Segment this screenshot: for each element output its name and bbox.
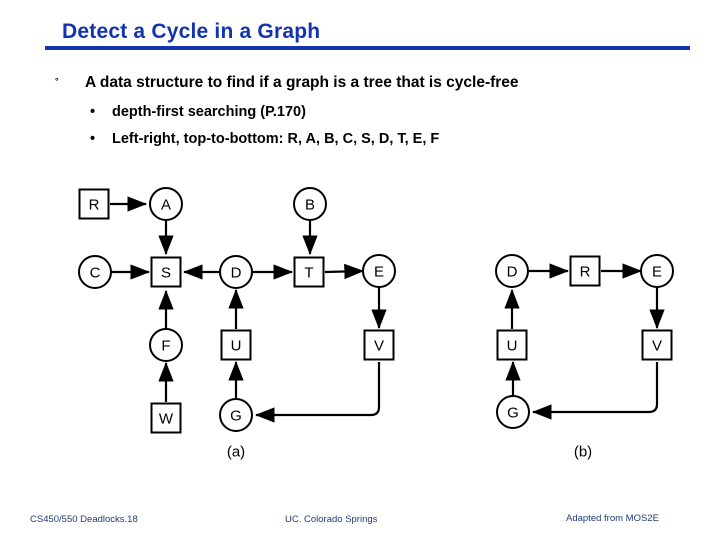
process-circle: [149, 187, 183, 221]
bullet-marker-circle: °: [55, 76, 59, 86]
resource-square: [150, 256, 182, 288]
footer-left-text: CS450/550 Deadlocks.18: [30, 514, 138, 525]
node-label: F: [161, 338, 170, 355]
process-circle: [495, 254, 529, 288]
process-circle: [78, 255, 112, 289]
graph-b-nodes: D R E U V G: [495, 254, 674, 429]
process-circle: [496, 395, 530, 429]
node-a-g: G: [219, 398, 253, 432]
node-label: S: [161, 265, 171, 282]
node-label: E: [374, 264, 384, 281]
node-b-e: E: [640, 254, 674, 288]
bullet-level2-text-1: Left-right, top-to-bottom: R, A, B, C, S…: [112, 131, 440, 147]
node-label: A: [161, 197, 171, 214]
graph-captions: (a) (b): [227, 444, 592, 461]
node-label: G: [230, 408, 242, 425]
resource-square: [220, 329, 252, 361]
bullet-level2-item-0: • depth-first searching (P.170): [90, 104, 306, 120]
bullet-level1: ° A data structure to find if a graph is …: [55, 74, 695, 92]
node-a-a: A: [149, 187, 183, 221]
node-b-u: U: [496, 329, 528, 361]
node-label: G: [507, 405, 519, 422]
bullet-marker-dot: •: [90, 131, 96, 147]
edge-V-to-G: [531, 362, 659, 420]
process-circle: [149, 328, 183, 362]
edge-V-to-G: [254, 362, 381, 423]
resource-square: [363, 329, 395, 361]
node-b-r: R: [569, 255, 601, 287]
resource-square: [293, 256, 325, 288]
bullet-level2-text-0: depth-first searching (P.170): [112, 104, 306, 120]
node-b-d: D: [495, 254, 529, 288]
process-circle: [293, 187, 327, 221]
node-label: U: [231, 338, 242, 355]
process-circle: [219, 255, 253, 289]
node-a-s: S: [150, 256, 182, 288]
bullet-level1-text: A data structure to find if a graph is a…: [85, 74, 519, 91]
node-label: D: [507, 264, 518, 281]
resource-square: [641, 329, 673, 361]
diagram-caption-a: (a): [227, 444, 245, 461]
node-b-v: V: [641, 329, 673, 361]
node-a-v: V: [363, 329, 395, 361]
node-label: V: [652, 338, 662, 355]
footer-right-text: Adapted from MOS2E: [566, 513, 659, 524]
node-label: C: [90, 265, 101, 282]
process-circle: [640, 254, 674, 288]
node-a-e: E: [362, 254, 396, 288]
node-b-g: G: [496, 395, 530, 429]
graph-a-edges: [110, 196, 387, 423]
resource-square: [569, 255, 601, 287]
bullet-level2-item-1: • Left-right, top-to-bottom: R, A, B, C, …: [90, 131, 439, 147]
graph-a-nodes: R A B C S D T E F U V W G: [78, 187, 396, 434]
node-label: R: [580, 264, 591, 281]
resource-square: [150, 402, 182, 434]
node-a-u: U: [220, 329, 252, 361]
node-a-w: W: [150, 402, 182, 434]
node-label: W: [159, 411, 174, 428]
diagram-caption-b: (b): [574, 444, 592, 461]
node-a-b: B: [293, 187, 327, 221]
resource-square: [496, 329, 528, 361]
node-a-t: T: [293, 256, 325, 288]
process-circle: [219, 398, 253, 432]
node-a-d: D: [219, 255, 253, 289]
node-label: E: [652, 264, 662, 281]
node-label: B: [305, 197, 315, 214]
title-divider: [45, 46, 690, 50]
node-label: T: [304, 265, 313, 282]
footer-center-text: UC. Colorado Springs: [285, 514, 378, 525]
node-label: U: [507, 338, 518, 355]
node-a-f: F: [149, 328, 183, 362]
page-title: Detect a Cycle in a Graph: [62, 20, 321, 43]
node-a-c: C: [78, 255, 112, 289]
resource-square: [78, 188, 110, 220]
node-label: V: [374, 338, 384, 355]
node-label: R: [89, 197, 100, 214]
graph-b-edges: [504, 263, 665, 420]
edge-T-to-E: [324, 263, 365, 280]
node-label: D: [231, 265, 242, 282]
node-a-r: R: [78, 188, 110, 220]
process-circle: [362, 254, 396, 288]
bullet-marker-dot: •: [90, 104, 96, 120]
